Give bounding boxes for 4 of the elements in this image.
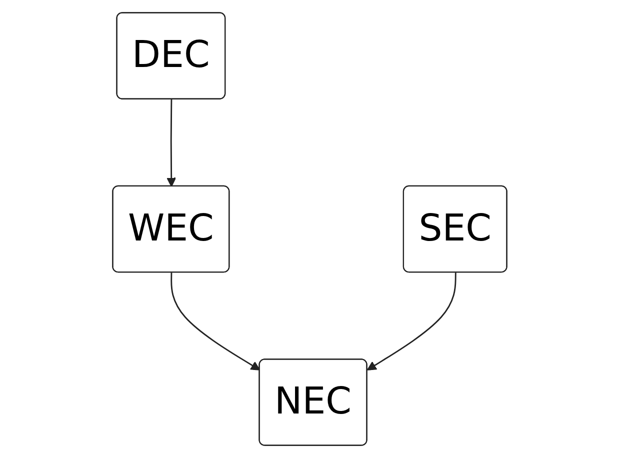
arrow — [367, 272, 457, 370]
flowchart-drawing: DEC WEC SEC NEC — [104, 4, 516, 454]
arrow — [170, 272, 260, 370]
arrow — [166, 99, 176, 187]
